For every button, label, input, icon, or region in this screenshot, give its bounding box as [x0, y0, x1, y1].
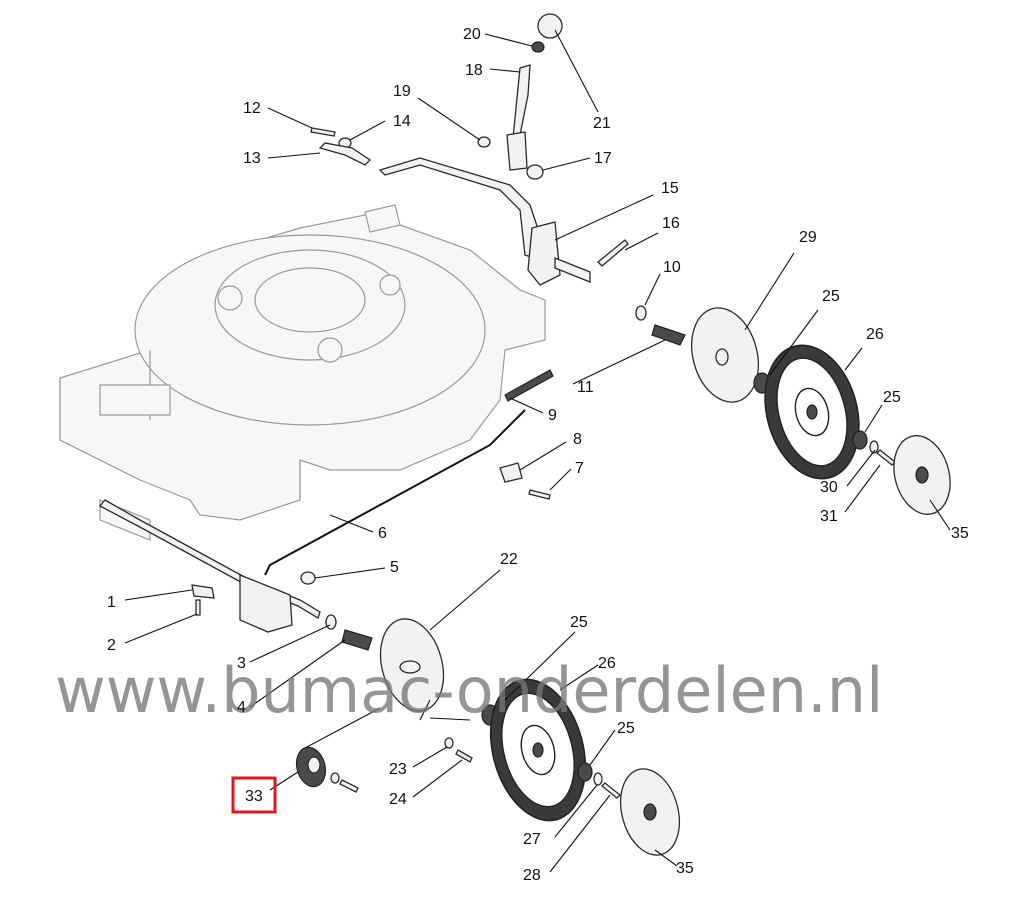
part-label-25-rear-inner: 25 — [822, 288, 840, 305]
part-label-3: 3 — [237, 655, 246, 672]
part-label-4: 4 — [237, 699, 246, 716]
front-wheel-assembly — [295, 618, 680, 856]
part-label-8: 8 — [573, 431, 582, 448]
part-label-13: 13 — [243, 150, 261, 167]
watermark-text: www.bumac-onderdelen.nl — [55, 654, 883, 727]
part-label-25-front-inner: 25 — [570, 614, 588, 631]
part-label-18: 18 — [465, 62, 483, 79]
part-label-35-rear: 35 — [951, 525, 969, 542]
part-label-31: 31 — [820, 508, 838, 525]
part-label-10: 10 — [663, 259, 681, 276]
part-label-6: 6 — [378, 525, 387, 542]
part-label-22: 22 — [500, 551, 518, 568]
part-label-9: 9 — [548, 407, 557, 424]
part-label-25-front-outer: 25 — [617, 720, 635, 737]
part-label-26-rear: 26 — [866, 326, 884, 343]
part-label-26-front: 26 — [598, 655, 616, 672]
part-label-28: 28 — [523, 867, 541, 884]
part-label-30: 30 — [820, 479, 838, 496]
part-label-5: 5 — [390, 559, 399, 576]
part-label-11: 11 — [577, 379, 594, 396]
part-label-2: 2 — [107, 637, 116, 654]
mower-deck — [59, 204, 546, 541]
part-label-29: 29 — [799, 229, 817, 246]
part-label-24: 24 — [389, 791, 407, 808]
part-label-14: 14 — [393, 113, 411, 130]
part-label-23: 23 — [389, 761, 407, 778]
leader-lines — [124, 29, 951, 873]
highlight-box-33 — [231, 776, 277, 814]
part-number-labels: 20 18 21 19 12 14 13 17 15 16 10 29 25 2… — [107, 26, 969, 884]
part-label-15: 15 — [661, 180, 679, 197]
part-label-7: 7 — [575, 460, 584, 477]
part-label-20: 20 — [463, 26, 481, 43]
part-label-33: 33 — [245, 788, 263, 805]
part-label-17: 17 — [594, 150, 612, 167]
part-label-12: 12 — [243, 100, 261, 117]
part-label-16: 16 — [662, 215, 680, 232]
part-label-21: 21 — [593, 115, 611, 132]
rear-right-wheel-assembly — [635, 305, 951, 515]
height-adjust-lever-assembly — [310, 13, 629, 286]
part-label-27: 27 — [523, 831, 541, 848]
part-label-35-front: 35 — [676, 860, 694, 877]
front-axle-and-cable — [98, 369, 554, 651]
part-label-25-rear-outer: 25 — [883, 389, 901, 406]
part-label-19: 19 — [393, 83, 411, 100]
part-label-1: 1 — [107, 594, 116, 611]
